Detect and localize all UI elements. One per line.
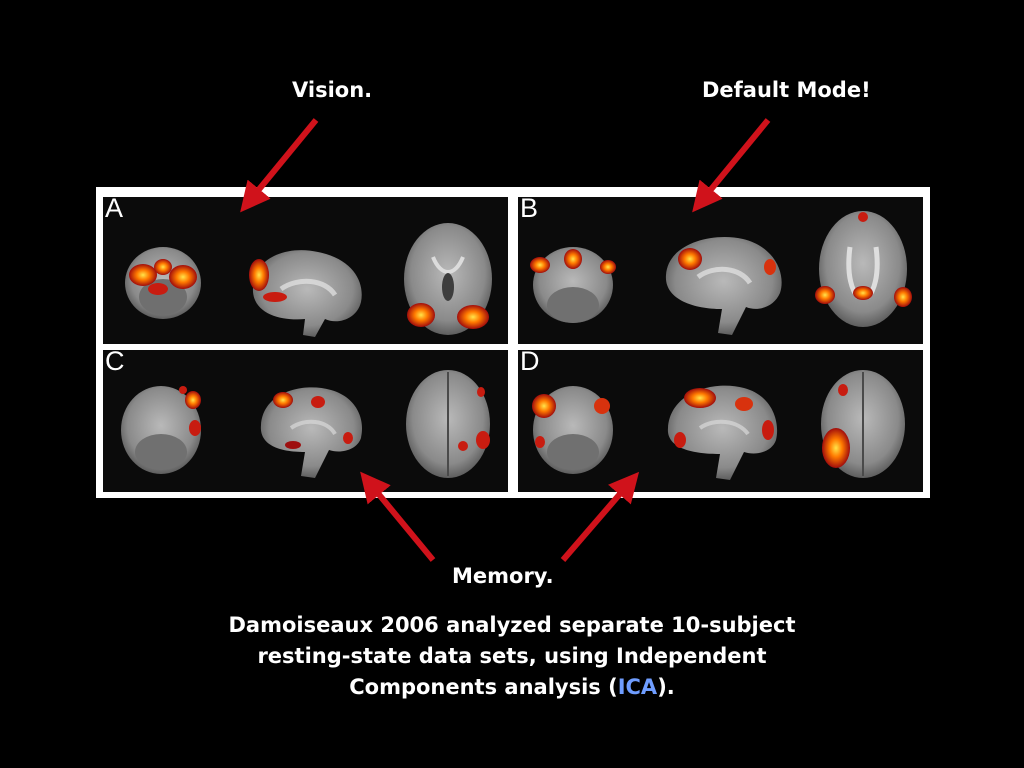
panel-b: B (518, 197, 923, 344)
panel-a-brains (125, 223, 492, 337)
panel-d: D (518, 350, 923, 492)
brain-axial (819, 211, 907, 327)
panel-letter-a: A (105, 197, 124, 223)
slide-caption: Damoiseaux 2006 analyzed separate 10-sub… (150, 610, 874, 703)
panel-c-brains (121, 370, 490, 478)
arrow-memory-d (560, 471, 640, 562)
panel-d-brains (532, 370, 905, 480)
label-memory: Memory. (452, 564, 554, 588)
label-default-mode: Default Mode! (702, 78, 871, 102)
panel-letter-d: D (520, 350, 540, 376)
caption-line-3-suffix: ). (657, 675, 675, 699)
panel-letter-b: B (520, 197, 539, 223)
activation-blob (530, 257, 550, 273)
arrow-memory-c (360, 471, 436, 562)
ica-link[interactable]: ICA (617, 675, 658, 699)
activation-blob (185, 391, 201, 409)
panel-c: C (103, 350, 508, 492)
arrow-vision (240, 118, 319, 213)
panel-a: A (103, 197, 508, 344)
caption-line-2: resting-state data sets, using Independe… (257, 644, 767, 668)
label-vision: Vision. (292, 78, 373, 102)
panel-b-brains (530, 211, 912, 335)
panel-letter-c: C (105, 350, 125, 376)
brain-sagittal (260, 387, 363, 478)
caption-line-3: Components analysis (ICA). (150, 672, 874, 703)
caption-line-1: Damoiseaux 2006 analyzed separate 10-sub… (228, 613, 796, 637)
activation-blob (532, 394, 556, 418)
caption-line-3-prefix: Components analysis ( (349, 675, 618, 699)
activation-blob (129, 264, 157, 286)
arrow-default-mode (692, 118, 771, 213)
brain-sagittal (252, 250, 362, 337)
brain-figure: A (96, 187, 930, 498)
